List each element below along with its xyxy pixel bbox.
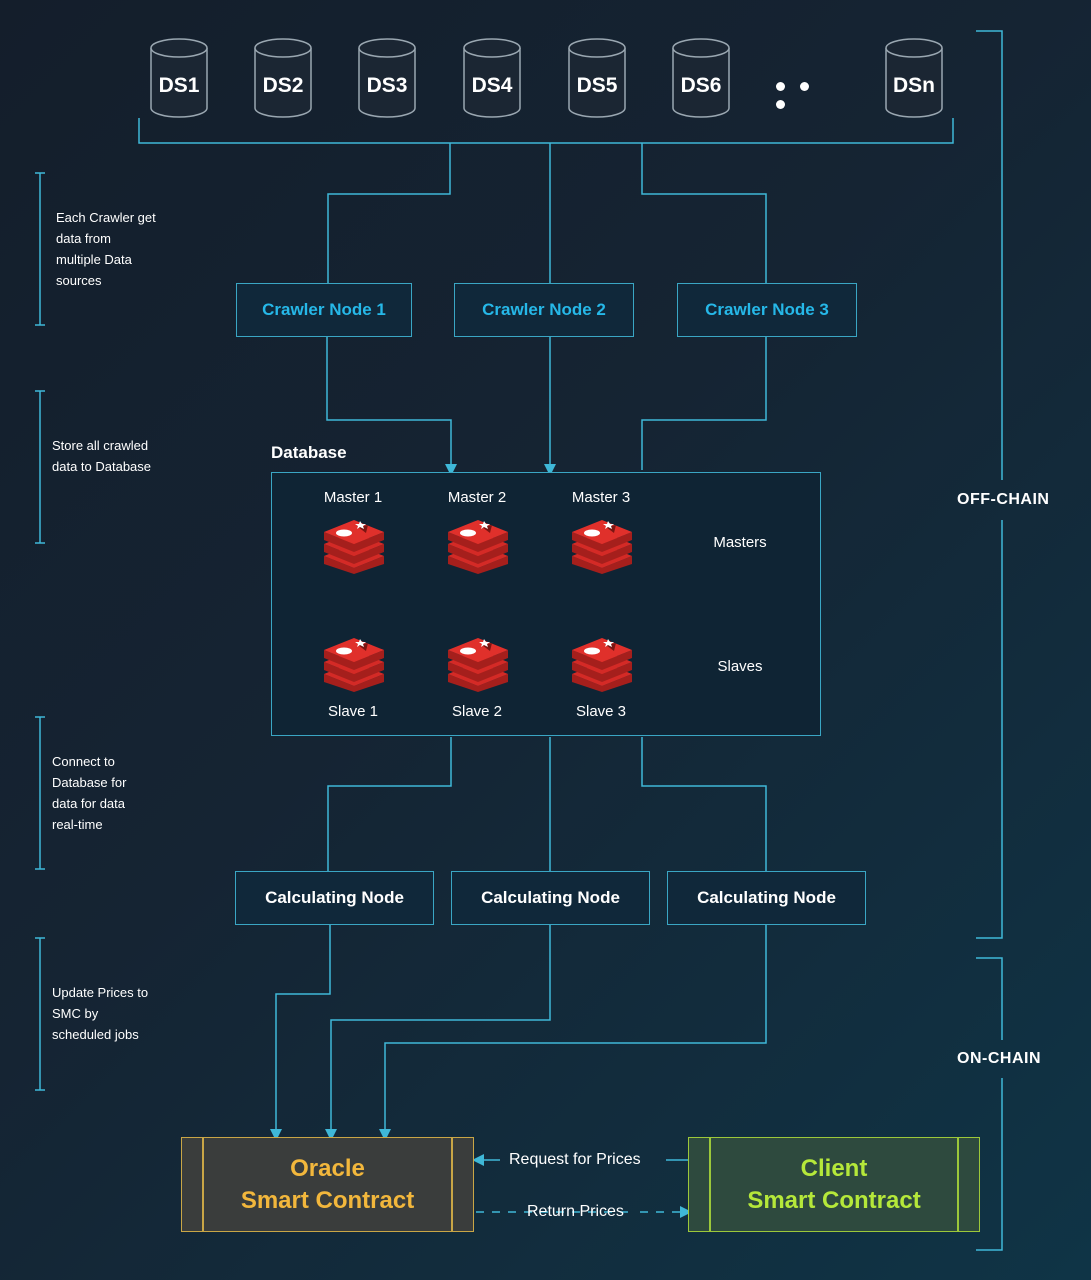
client-smart-contract: Client Smart Contract (688, 1137, 980, 1232)
masters-group-label: Masters (713, 534, 767, 551)
calculating-node-3: Calculating Node (667, 871, 866, 925)
database-cylinder-icon (150, 38, 208, 118)
slave-label-1: Slave 1 (327, 703, 379, 720)
return-prices-label: Return Prices (527, 1203, 624, 1220)
data-source-1: DS1 (150, 38, 208, 118)
step-description-connect: Connect to Database for data for data re… (52, 754, 127, 832)
redis-icon (448, 520, 508, 574)
ellipsis-icon (776, 78, 840, 109)
redis-icon (448, 638, 508, 692)
off-chain-label: OFF-CHAIN (957, 491, 1050, 508)
step-description-update: Update Prices to SMC by scheduled jobs (52, 985, 149, 1042)
database-cylinder-icon (672, 38, 730, 118)
database-cylinder-icon (463, 38, 521, 118)
data-source-4: DS4 (463, 38, 521, 118)
step-description-crawl: Each Crawler get data from multiple Data… (56, 210, 156, 288)
calculating-node-1: Calculating Node (235, 871, 434, 925)
slave-label-2: Slave 2 (451, 703, 503, 720)
request-prices-label: Request for Prices (509, 1151, 641, 1168)
data-source-label: DS1 (158, 74, 200, 97)
step-description-store: Store all crawled data to Database (52, 438, 152, 474)
oracle-line-1: Oracle (290, 1154, 365, 1182)
contract-bar-right (957, 1138, 959, 1231)
data-source-5: DS5 (568, 38, 626, 118)
data-source-label: DS3 (366, 74, 408, 97)
database-cylinder-icon (358, 38, 416, 118)
slaves-group-label: Slaves (717, 658, 763, 675)
data-source-label: DSn (893, 74, 935, 97)
database-cluster (271, 472, 821, 736)
redis-icon (572, 520, 632, 574)
database-title: Database (271, 443, 347, 462)
database-cylinder-icon (568, 38, 626, 118)
data-source-label: DS2 (262, 74, 304, 97)
redis-icon (572, 638, 632, 692)
crawler-node-3: Crawler Node 3 (677, 283, 857, 337)
oracle-line-2: Smart Contract (240, 1186, 415, 1214)
slave-label-3: Slave 3 (575, 703, 627, 720)
redis-icon (324, 638, 384, 692)
data-source-label: DS4 (471, 74, 513, 97)
crawler-node-1: Crawler Node 1 (236, 283, 412, 337)
data-source-3: DS3 (358, 38, 416, 118)
redis-icon (324, 520, 384, 574)
on-chain-label: ON-CHAIN (957, 1050, 1041, 1067)
data-source-2: DS2 (254, 38, 312, 118)
oracle-smart-contract: Oracle Smart Contract (181, 1137, 474, 1232)
data-source-6: DS6 (672, 38, 730, 118)
calculating-node-2: Calculating Node (451, 871, 650, 925)
contract-bar-right (451, 1138, 453, 1231)
master-label-2: Master 2 (447, 489, 507, 506)
contract-bar-left (202, 1138, 204, 1231)
client-line-2: Smart Contract (747, 1186, 921, 1214)
master-label-1: Master 1 (323, 489, 383, 506)
data-source-label: DS6 (680, 74, 722, 97)
database-cylinder-icon (885, 38, 943, 118)
master-label-3: Master 3 (571, 489, 631, 506)
database-cylinder-icon (254, 38, 312, 118)
data-source-n: DSn (885, 38, 943, 118)
contract-bar-left (709, 1138, 711, 1231)
data-source-label: DS5 (576, 74, 618, 97)
client-line-1: Client (800, 1154, 868, 1182)
crawler-node-2: Crawler Node 2 (454, 283, 634, 337)
